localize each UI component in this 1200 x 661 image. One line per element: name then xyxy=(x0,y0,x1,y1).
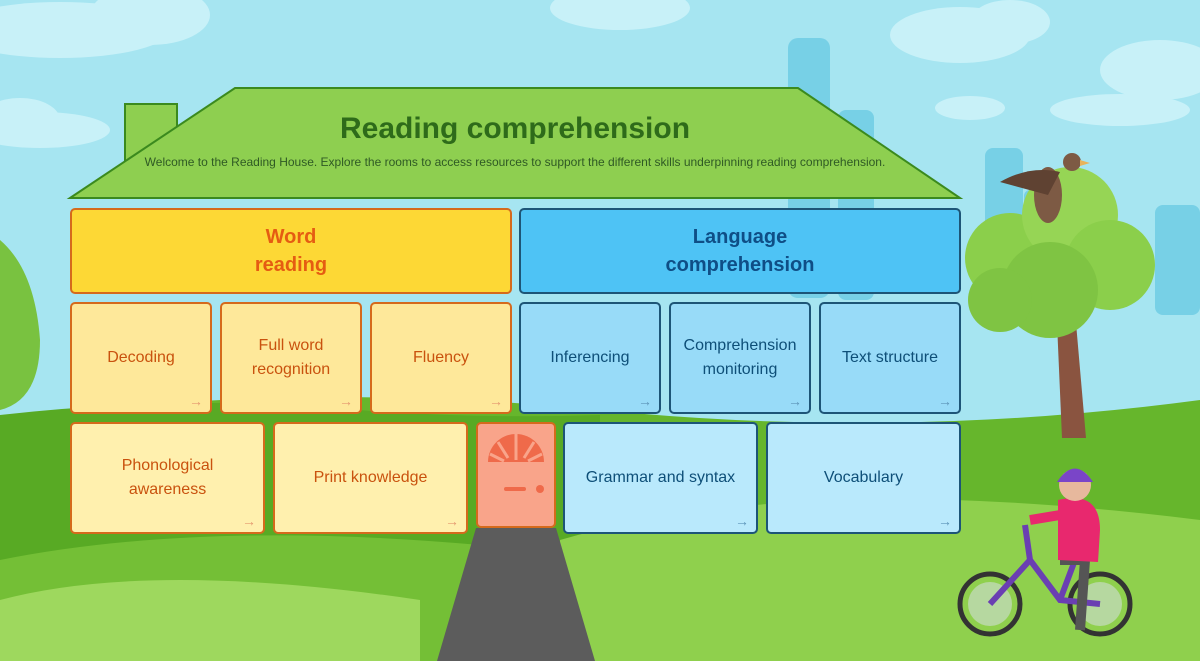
page-title: Reading comprehension xyxy=(339,112,691,145)
tree xyxy=(965,167,1155,438)
arrow-right-icon: → xyxy=(339,393,353,409)
room-label: Text structure xyxy=(841,349,939,366)
room-label: Vocabulary xyxy=(823,469,904,486)
arrow-right-icon: → xyxy=(242,513,256,529)
arrow-right-icon: → xyxy=(788,393,802,409)
room-label: Full word recognition xyxy=(251,337,331,378)
arrow-right-icon: → xyxy=(445,513,459,529)
cyclist xyxy=(957,468,1133,637)
room-inferencing[interactable]: Inferencing → xyxy=(519,302,661,414)
arrow-right-icon: → xyxy=(638,393,652,409)
arrow-right-icon: → xyxy=(189,393,203,409)
room-text-structure[interactable]: Text structure → xyxy=(819,302,961,414)
room-decoding[interactable]: Decoding → xyxy=(70,302,212,414)
garden-path xyxy=(437,528,595,661)
room-label: Fluency xyxy=(412,349,470,366)
near-hill xyxy=(560,499,1200,661)
clouds xyxy=(0,0,1200,148)
room-print-knowledge[interactable]: Print knowledge → xyxy=(273,422,468,534)
room-label: Inferencing xyxy=(550,349,630,366)
arrow-right-icon: → xyxy=(489,393,503,409)
word-reading-heading[interactable]: Word reading xyxy=(70,208,512,294)
room-label: Grammar and syntax xyxy=(585,469,736,486)
room-label: Decoding xyxy=(107,349,175,366)
arrow-right-icon: → xyxy=(938,393,952,409)
room-label: Phonological awareness xyxy=(121,457,214,498)
arrow-right-icon: → xyxy=(938,513,952,529)
word-reading-heading-label: Word reading xyxy=(254,226,328,276)
room-full-word-recognition[interactable]: Full word recognition → xyxy=(220,302,362,414)
bird xyxy=(1000,153,1090,223)
room-grammar-and-syntax[interactable]: Grammar and syntax → xyxy=(563,422,758,534)
room-label: Print knowledge xyxy=(313,469,428,486)
door-icon xyxy=(488,434,544,493)
roof xyxy=(66,87,964,199)
arrow-right-icon: → xyxy=(735,513,749,529)
room-fluency[interactable]: Fluency → xyxy=(370,302,512,414)
room-vocabulary[interactable]: Vocabulary → xyxy=(766,422,961,534)
language-comprehension-heading[interactable]: Language comprehension xyxy=(519,208,961,294)
page-subtitle: Welcome to the Reading House. Explore th… xyxy=(144,155,886,169)
language-comprehension-heading-label: Language comprehension xyxy=(665,226,815,276)
room-label: Comprehension monitoring xyxy=(683,337,797,378)
room-comprehension-monitoring[interactable]: Comprehension monitoring → xyxy=(669,302,811,414)
front-door[interactable] xyxy=(476,422,556,528)
room-phonological-awareness[interactable]: Phonological awareness → xyxy=(70,422,265,534)
